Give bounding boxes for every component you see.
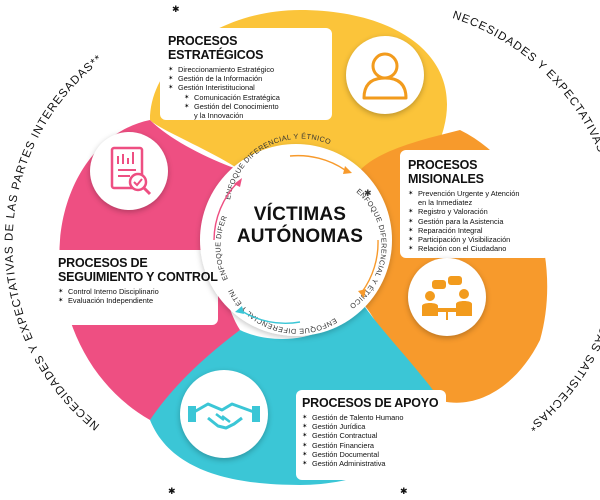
list-item: Direccionamiento Estratégico: [168, 65, 328, 74]
list-item: Gestión Documental: [302, 450, 442, 459]
list-subitem: Comunicación Estratégica: [168, 93, 328, 102]
list-apoyo: Gestión de Talento Humano Gestión Jurídi…: [302, 413, 442, 468]
list-subitem-continued: y la Innovación: [194, 111, 244, 121]
star-top-icon: ✱: [172, 4, 180, 14]
person-icon: [346, 36, 424, 114]
list-item: Gestión de la Información: [168, 74, 328, 83]
list-subitem: Gestión del Conocimiento: [168, 102, 328, 111]
ring-arrows: [213, 154, 379, 324]
list-item: Registro y Valoración: [408, 207, 548, 216]
arrow-top-icon: [289, 154, 346, 171]
list-item: Gestión para la Asistencia: [408, 217, 548, 226]
block-apoyo: PROCESOS DE APOYO Gestión de Talento Hum…: [302, 396, 442, 468]
list-item: Control Interno Disciplinario: [58, 287, 218, 296]
list-estrategicos: Direccionamiento Estratégico Gestión de …: [168, 65, 328, 120]
arrow-bottom-icon: [239, 309, 301, 324]
list-item: Reparación Integral: [408, 226, 548, 235]
star-bottom-right-icon: ✱: [400, 486, 408, 496]
list-item: Relación con el Ciudadano: [408, 244, 548, 253]
block-misionales: PROCESOS MISIONALES Prevención Urgente y…: [408, 158, 548, 254]
list-item: Gestión Administrativa: [302, 459, 442, 468]
list-item: Gestión Interistitucional: [168, 83, 328, 92]
arrow-left-icon: [213, 181, 239, 241]
list-item: Participación y Visibilización: [408, 235, 548, 244]
center-line-2: AUTÓNOMAS: [236, 226, 364, 247]
arrow-left-head-icon: [234, 178, 242, 187]
center-line-1: VÍCTIMAS: [253, 204, 347, 225]
list-item: Gestión de Talento Humano: [302, 413, 442, 422]
list-item-continued: en la Inmediatez: [418, 198, 473, 208]
arrow-bottom-head-icon: [235, 306, 244, 314]
block-seguimiento: PROCESOS DE SEGUIMIENTO Y CONTROL Contro…: [58, 256, 218, 306]
list-item: Gestión Contractual: [302, 431, 442, 440]
list-item: Evaluación Independiente: [58, 296, 218, 305]
arrow-right-icon: [361, 239, 379, 293]
handshake-icon: [180, 370, 268, 458]
ring-star-icon: ✱: [364, 188, 372, 198]
title-seguimiento: PROCESOS DE SEGUIMIENTO Y CONTROL: [58, 256, 218, 284]
block-estrategicos: PROCESOS ESTRATÉGICOS Direccionamiento E…: [168, 34, 328, 120]
list-item: Prevención Urgente y Atención: [408, 189, 548, 198]
list-seguimiento: Control Interno Disciplinario Evaluación…: [58, 287, 218, 306]
center-disc: [200, 144, 392, 336]
list-item: Gestión Financiera: [302, 441, 442, 450]
title-apoyo: PROCESOS DE APOYO: [302, 396, 439, 410]
meeting-icon: [408, 258, 486, 336]
title-misionales: PROCESOS MISIONALES: [408, 158, 484, 186]
list-misionales: Prevención Urgente y Atención en la Inme…: [408, 189, 548, 254]
arrow-right-head-icon: [358, 289, 366, 298]
report-check-icon: [90, 132, 168, 210]
title-estrategicos: PROCESOS ESTRATÉGICOS: [168, 34, 264, 62]
arrow-top-head-icon: [343, 166, 352, 174]
star-bottom-left-icon: ✱: [168, 486, 176, 496]
center-title: VÍCTIMAS AUTÓNOMAS: [220, 204, 380, 248]
list-item: Gestión Jurídica: [302, 422, 442, 431]
